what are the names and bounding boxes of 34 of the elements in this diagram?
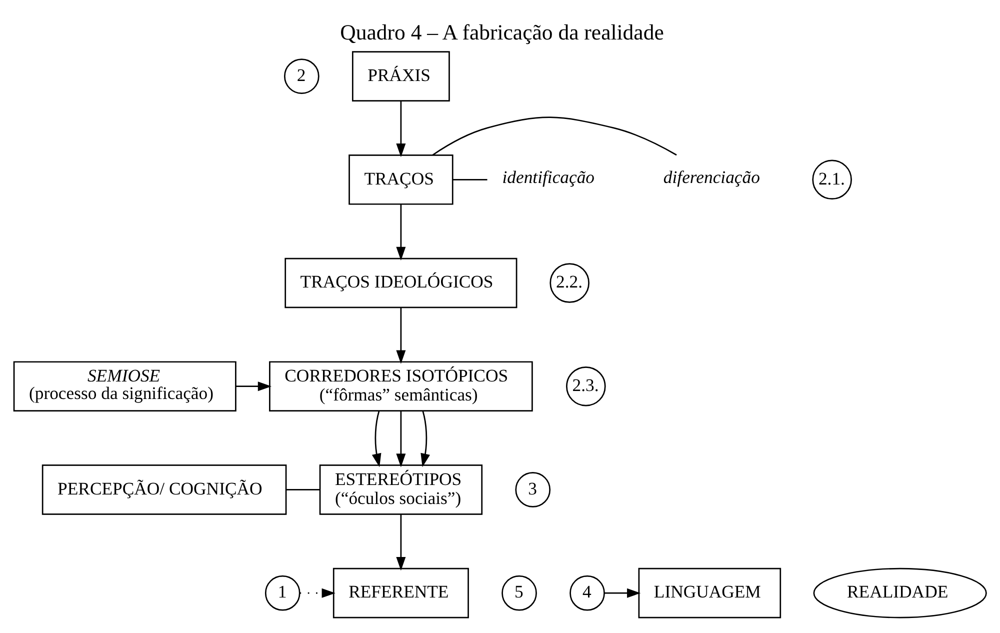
- arrow: [396, 410, 406, 467]
- node-box: LINGUAGEM: [638, 567, 782, 618]
- diagram-title: Quadro 4 – A fabricação da realidade: [340, 20, 664, 44]
- connector: [432, 116, 677, 156]
- arrow: [604, 588, 641, 598]
- arrow: [420, 410, 430, 467]
- connector: [286, 488, 320, 490]
- arrow: [396, 307, 406, 364]
- node-box: TRAÇOS IDEOLÓGICOS: [284, 257, 518, 308]
- node-circle: 5: [502, 574, 537, 610]
- node-text: identificação: [502, 166, 595, 186]
- node-box: CORREDORES ISOTÓPICOS (“fôrmas” semânticas): [269, 360, 533, 412]
- arrow: [372, 410, 382, 467]
- node-box: PRÁXIS: [352, 50, 450, 101]
- node-circle: 4: [570, 574, 605, 610]
- node-circle: 2.3.: [566, 366, 606, 406]
- node-box: PERCEPÇÃO/ COGNIÇÃO: [42, 464, 287, 514]
- node-ellipse: REALIDADE: [813, 567, 987, 618]
- node-box: ESTEREÓTIPOS (“óculos sociais”): [319, 464, 483, 514]
- node-text: diferenciação: [663, 166, 760, 186]
- node-circle: 1: [264, 574, 300, 610]
- node-circle: 2.2.: [550, 262, 590, 302]
- arrow: [396, 204, 406, 260]
- node-circle: 2: [284, 58, 320, 94]
- arrow: [396, 100, 406, 157]
- node-box: REFERENTE: [332, 567, 469, 618]
- arrow: [300, 588, 336, 598]
- node-circle: 2.1.: [812, 159, 852, 200]
- node-box: SEMIOSE (processo da significação): [13, 360, 236, 412]
- arrow: [236, 381, 272, 391]
- node-circle: 3: [515, 472, 551, 507]
- connector: [452, 178, 488, 180]
- node-box: TRAÇOS: [348, 154, 454, 204]
- arrow: [396, 514, 406, 570]
